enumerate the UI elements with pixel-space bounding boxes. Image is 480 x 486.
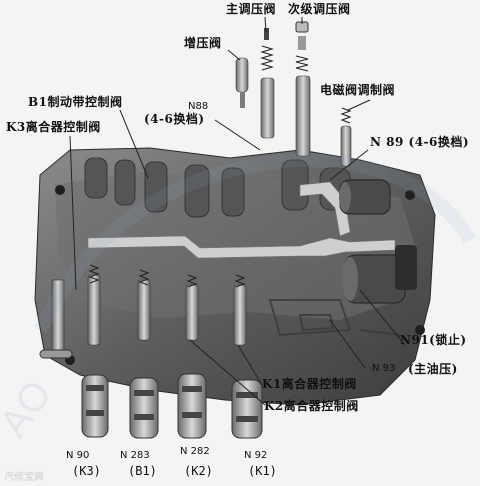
k2-clutch-control-valve-label: K2离合器控制阀 [264, 399, 359, 413]
solenoid-clutch-b1: (B1) [128, 464, 157, 478]
main-pressure-valve-label: 主调压阀 [226, 2, 277, 16]
solenoid-code-n92: N 92 [244, 450, 268, 461]
watermark-text: 汽修宝典 [4, 472, 44, 483]
leader-lines [69, 16, 406, 406]
n91-label: N91(锁止) [400, 333, 467, 347]
right-solenoids [339, 179, 417, 304]
solenoid-clutch-k1: (K1) [248, 464, 277, 478]
solenoid-code-n282: N 282 [180, 446, 210, 457]
k3-clutch-control-valve-label: K3离合器控制阀 [6, 120, 101, 134]
n89-label: N 89 (4-6换档) [370, 135, 470, 149]
front-solenoids [81, 373, 263, 439]
secondary-pressure-valve-label: 次级调压阀 [288, 2, 351, 16]
k1-clutch-control-valve-label: K1离合器控制阀 [262, 377, 357, 391]
extracted-valves [235, 21, 352, 167]
n93-note-label: (主油压) [408, 362, 458, 376]
boost-valve-label: 增压阀 [184, 36, 222, 50]
solenoid-clutch-k3: (K3) [72, 464, 101, 478]
k3-valve-spool [39, 279, 73, 359]
solenoid-modulator-valve-label: 电磁阀调制阀 [320, 83, 396, 97]
n88-code-label: N88 [188, 101, 209, 112]
n88-note-label: (4-6换档) [144, 112, 205, 126]
b1-band-control-valve-label: B1制动带控制阀 [28, 95, 123, 109]
solenoid-code-n283: N 283 [120, 450, 150, 461]
n93-code-label: N 93 [372, 363, 396, 374]
solenoid-clutch-k2: (K2) [184, 464, 213, 478]
valve-body [34, 147, 436, 406]
solenoid-code-n90: N 90 [66, 450, 90, 461]
